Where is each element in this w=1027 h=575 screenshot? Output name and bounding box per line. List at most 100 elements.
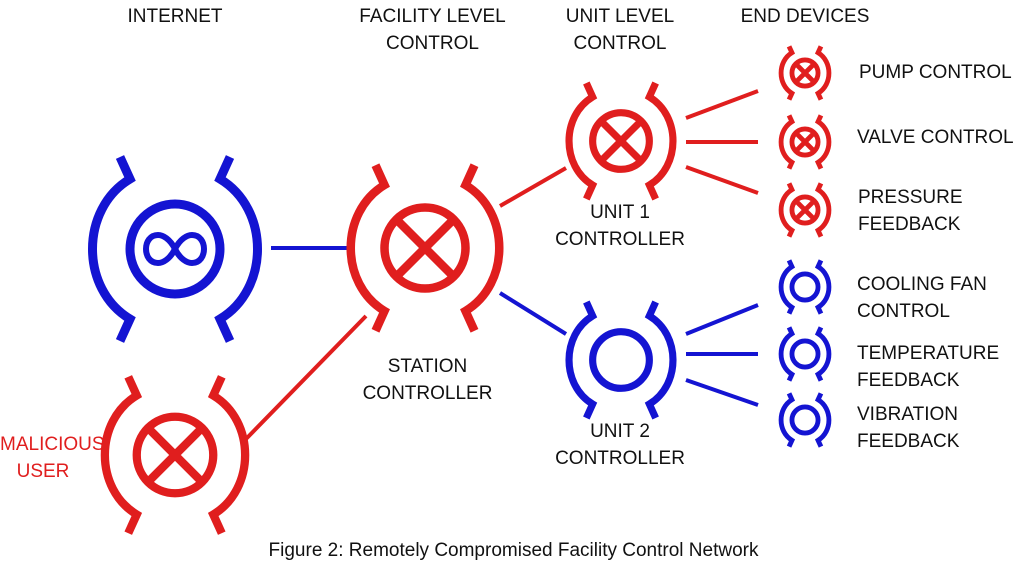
label-vibration-feedback: VIBRATION FEEDBACK <box>857 401 959 455</box>
label-unit2-controller: UNIT 2 CONTROLLER <box>545 418 695 472</box>
node-vibration-feedback <box>778 392 832 448</box>
bracket-shape <box>565 81 677 201</box>
bracket-shape <box>778 182 832 238</box>
label-cooling-fan-control: COOLING FAN CONTROL <box>857 271 987 325</box>
icon-ring <box>380 203 470 293</box>
label-malicious-user-line1: MALICIOUS <box>0 434 105 455</box>
label-cooling-line2: CONTROL <box>857 301 950 322</box>
link-malicious-to-station <box>242 314 368 443</box>
node-internet <box>88 155 262 343</box>
x-circle-icon <box>789 126 821 158</box>
header-unit-level-control: UNIT LEVEL CONTROL <box>545 3 695 57</box>
header-unit-line2: CONTROL <box>573 33 667 54</box>
header-facility-level-control: FACILITY LEVEL CONTROL <box>345 3 520 57</box>
icon-ring <box>589 328 653 392</box>
icon-ring <box>789 338 821 370</box>
bracket-shape <box>778 259 832 315</box>
header-facility-line1: FACILITY LEVEL <box>359 6 506 27</box>
icon-ring <box>789 404 821 436</box>
icon-ring <box>125 199 225 299</box>
label-pressure-line2: FEEDBACK <box>858 214 961 235</box>
icon-infinity-glyph <box>142 231 208 267</box>
icon-cross <box>145 425 205 485</box>
icon-cross <box>794 62 816 84</box>
node-temperature-feedback <box>778 326 832 382</box>
infinity-icon <box>125 199 225 299</box>
network-nodes <box>88 45 832 535</box>
node-cooling-fan-control <box>778 259 832 315</box>
node-valve-control <box>778 114 832 170</box>
icon-cross <box>598 118 644 164</box>
bracket-shape <box>100 375 250 535</box>
bracket-shape <box>346 163 504 333</box>
link-station-to-unit1 <box>499 166 567 208</box>
label-valve-line1: VALVE CONTROL <box>857 127 1014 148</box>
bracket-shape <box>778 326 832 382</box>
icon-ring <box>789 126 821 158</box>
header-internet: INTERNET <box>105 3 245 30</box>
x-circle-icon <box>789 194 821 226</box>
link-unit1-to-pump <box>685 89 759 120</box>
icon-cross <box>794 199 816 221</box>
link-unit1-to-pressure <box>685 165 759 195</box>
link-unit2-to-vibration <box>685 378 759 407</box>
header-end-devices: END DEVICES <box>725 3 885 30</box>
figure-caption: Figure 2: Remotely Compromised Facility … <box>268 540 759 561</box>
label-station-line1: STATION <box>387 356 468 377</box>
label-malicious-user-line2: USER <box>16 461 70 482</box>
circle-icon <box>789 271 821 303</box>
node-malicious-user <box>100 375 250 535</box>
circle-icon <box>789 338 821 370</box>
header-unit-line1: UNIT LEVEL <box>565 6 675 27</box>
label-temperature-feedback: TEMPERATURE FEEDBACK <box>857 340 999 394</box>
icon-ring <box>132 412 218 498</box>
label-station-line2: CONTROLLER <box>362 383 493 404</box>
label-unit1-controller: UNIT 1 CONTROLLER <box>545 199 695 253</box>
circle-icon <box>789 404 821 436</box>
label-unit1-line1: UNIT 1 <box>590 202 650 223</box>
icon-ring <box>789 57 821 89</box>
label-unit2-line1: UNIT 2 <box>590 421 650 442</box>
circle-icon <box>589 328 653 392</box>
bracket-shape <box>778 392 832 448</box>
label-station-controller: STATION CONTROLLER <box>345 353 510 407</box>
icon-cross <box>393 216 457 280</box>
bracket-shape <box>88 155 262 343</box>
x-circle-icon <box>132 412 218 498</box>
node-station-controller <box>346 163 504 333</box>
link-unit2-to-cooling <box>685 303 759 336</box>
x-circle-icon <box>589 109 653 173</box>
label-malicious-user: MALICIOUS USER <box>0 431 105 485</box>
label-vibration-line2: FEEDBACK <box>857 431 960 452</box>
connection-links <box>242 89 759 443</box>
node-pressure-feedback <box>778 182 832 238</box>
node-unit1-controller <box>565 81 677 201</box>
label-pressure-feedback: PRESSURE FEEDBACK <box>858 184 963 238</box>
icon-cross <box>794 131 816 153</box>
bracket-shape <box>778 114 832 170</box>
label-valve-control: VALVE CONTROL <box>857 124 1014 151</box>
label-pump-line1: PUMP CONTROL <box>859 62 1012 83</box>
label-unit1-line2: CONTROLLER <box>555 229 685 250</box>
bracket-shape <box>565 300 677 420</box>
node-unit2-controller <box>565 300 677 420</box>
label-pump-control: PUMP CONTROL <box>859 59 1012 86</box>
icon-ring <box>789 194 821 226</box>
label-pressure-line1: PRESSURE <box>858 187 963 208</box>
label-cooling-line1: COOLING FAN <box>857 274 987 295</box>
header-facility-line2: CONTROL <box>386 33 479 54</box>
label-unit2-line2: CONTROLLER <box>555 448 685 469</box>
bracket-shape <box>778 45 832 101</box>
label-vibration-line1: VIBRATION <box>857 404 958 425</box>
icon-ring <box>589 109 653 173</box>
node-pump-control <box>778 45 832 101</box>
header-internet-text: INTERNET <box>127 6 223 27</box>
link-station-to-unit2 <box>498 291 568 336</box>
x-circle-icon <box>380 203 470 293</box>
label-temperature-line2: FEEDBACK <box>857 370 960 391</box>
x-circle-icon <box>789 57 821 89</box>
icon-ring <box>789 271 821 303</box>
header-end-devices-text: END DEVICES <box>740 6 870 27</box>
label-temperature-line1: TEMPERATURE <box>857 343 1000 364</box>
